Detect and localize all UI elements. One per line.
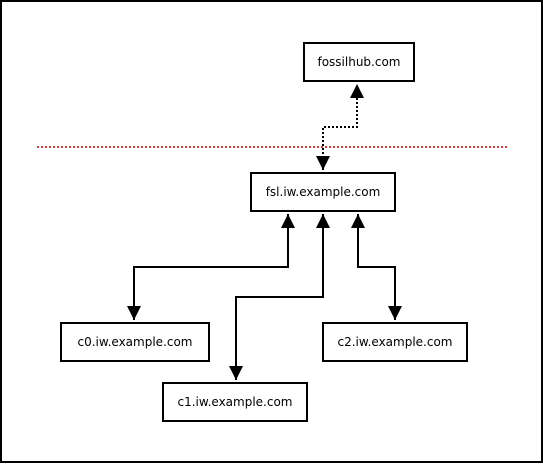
connection-fsl-c0 [127,214,295,320]
node-c2-label: c2.iw.example.com [337,335,453,349]
connection-fsl-fossilhub [316,84,364,170]
connection-fsl-c1 [229,214,330,380]
node-c0: c0.iw.example.com [60,322,210,362]
node-fsl: fsl.iw.example.com [250,172,396,212]
connection-fsl-c2 [351,214,402,320]
node-c1-label: c1.iw.example.com [177,395,293,409]
node-fsl-label: fsl.iw.example.com [265,185,381,199]
node-fossilhub-label: fossilhub.com [317,55,401,69]
node-fossilhub: fossilhub.com [303,42,415,82]
node-c0-label: c0.iw.example.com [77,335,193,349]
node-c1: c1.iw.example.com [162,382,308,422]
node-c2: c2.iw.example.com [322,322,468,362]
